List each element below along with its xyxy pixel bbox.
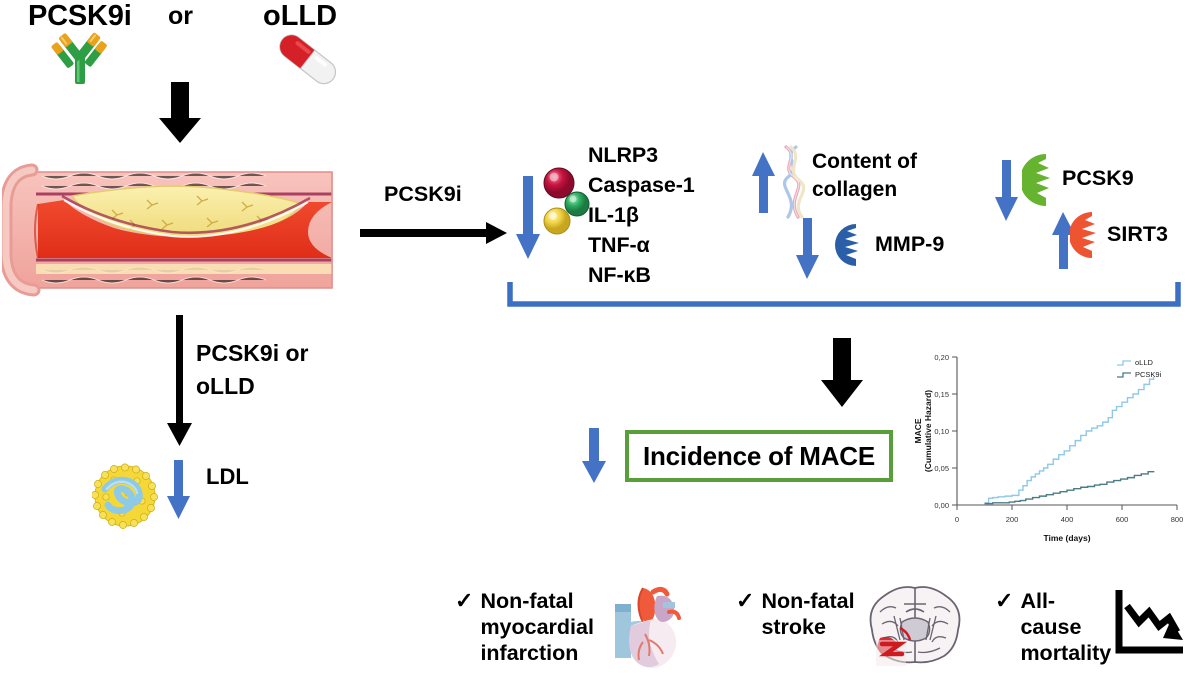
outcome-item-mortality: ✓ All-cause mortality <box>995 588 1115 666</box>
marker-nfkb: NF-κB <box>588 263 651 287</box>
arrow-down-mace <box>582 428 606 483</box>
arrow-up-collagen <box>752 152 775 213</box>
svg-text:800: 800 <box>1171 515 1184 524</box>
top-label-olld: oLLD <box>263 0 338 32</box>
outcome-item-stroke: ✓ Non-fatal stroke <box>736 588 856 640</box>
svg-text:0: 0 <box>955 515 959 524</box>
label-content-of-collagen: Content of collagen <box>812 150 917 201</box>
arrow-down-pcsk9-protein <box>995 160 1018 221</box>
label-ldl: LDL <box>206 464 249 489</box>
capsule-icon <box>279 34 337 85</box>
marker-nlrp3: NLRP3 <box>588 143 658 167</box>
outcome-label-mi: Non-fatal myocardial infarction <box>480 589 594 665</box>
top-label-or: or <box>168 2 193 30</box>
ldl-particle-icon <box>92 463 158 529</box>
mace-box: Incidence of MACE <box>625 430 893 482</box>
antibody-icon <box>51 32 107 84</box>
pathway-bracket <box>507 282 1181 307</box>
arrow-down-to-artery <box>159 82 201 143</box>
arrow-right-pathway <box>360 222 507 244</box>
check-icon-mi: ✓ <box>455 588 474 613</box>
outcome-label-stroke: Non-fatal stroke <box>761 589 855 639</box>
check-icon-mortality: ✓ <box>995 588 1014 613</box>
svg-text:0,10: 0,10 <box>934 427 949 436</box>
top-label-pcsk9i: PCSK9i <box>28 0 132 32</box>
arrow-down-inflammation <box>516 176 540 259</box>
declining-chart-icon <box>1115 590 1183 654</box>
arrow-down-to-mace <box>821 338 863 407</box>
brain-icon <box>869 586 961 666</box>
marker-caspase1: Caspase-1 <box>588 173 695 197</box>
svg-text:0,15: 0,15 <box>934 390 949 399</box>
arrow-up-sirt3 <box>1052 212 1075 269</box>
label-pcsk9-protein: PCSK9 <box>1062 166 1134 190</box>
arrow-down-mmp9 <box>796 218 819 279</box>
heart-icon <box>615 586 681 669</box>
svg-text:0,05: 0,05 <box>934 464 949 473</box>
inflammation-marker-list: NLRP3 Caspase-1 IL-1β TNF-α NF-κB <box>588 140 695 290</box>
collagen-helix-icon <box>782 145 806 219</box>
atherosclerotic-artery-illustration <box>2 163 333 297</box>
svg-text:400: 400 <box>1061 515 1074 524</box>
svg-text:MACE(Cumulative Hazard): MACE(Cumulative Hazard) <box>913 390 933 472</box>
label-mmp9: MMP-9 <box>875 232 945 256</box>
kaplan-meier-chart: 0,00 0,05 0,10 0,15 0,20 0 200 400 600 800 oLLD P… <box>905 345 1195 550</box>
marker-il1b: IL-1β <box>588 203 639 227</box>
cytokine-spheres-icon <box>543 167 590 235</box>
arrow-down-ldl-branch <box>167 315 192 446</box>
svg-text:0,20: 0,20 <box>934 353 949 362</box>
label-pcsk9i-pathway-arrow: PCSK9i <box>384 182 462 206</box>
outcome-item-mi: ✓ Non-fatal myocardial infarction <box>455 588 595 666</box>
svg-text:0,00: 0,00 <box>934 501 949 510</box>
marker-tnfa: TNF-α <box>588 233 650 257</box>
outcome-label-mortality: All-cause mortality <box>1020 589 1112 665</box>
mace-label: Incidence of MACE <box>642 440 876 471</box>
svg-text:PCSK9i: PCSK9i <box>1135 370 1162 379</box>
label-sirt3: SIRT3 <box>1107 222 1168 246</box>
svg-text:600: 600 <box>1116 515 1129 524</box>
pcsk9-protein-icon <box>1022 154 1050 206</box>
sirt3-protein-icon <box>1070 212 1096 258</box>
check-icon-stroke: ✓ <box>736 588 755 613</box>
mmp9-protein-icon <box>835 224 859 266</box>
svg-text:oLLD: oLLD <box>1135 358 1154 367</box>
svg-text:Time (days): Time (days) <box>1043 533 1090 543</box>
svg-text:200: 200 <box>1006 515 1019 524</box>
arrow-down-ldl <box>167 460 190 519</box>
